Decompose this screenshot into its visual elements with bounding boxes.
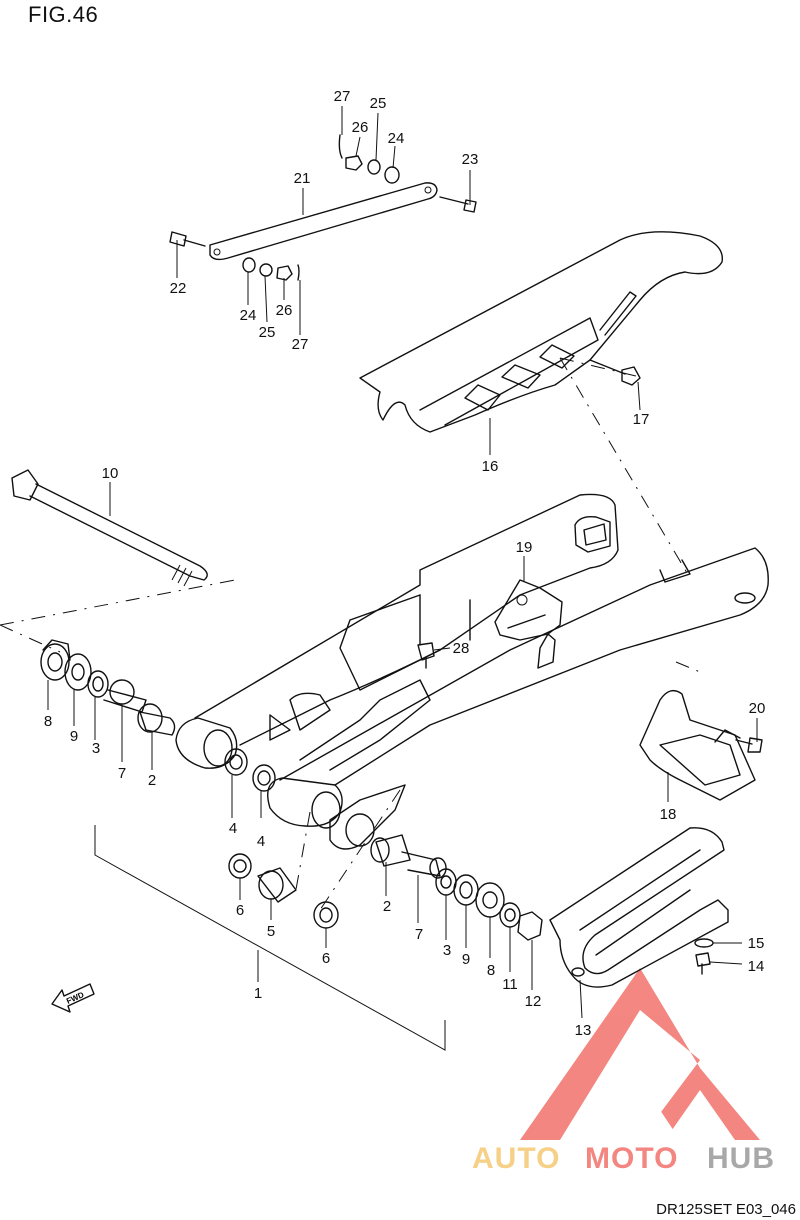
callout-2-right: 2	[383, 898, 391, 915]
callout-8-right: 8	[487, 962, 495, 979]
left-pivot-stack	[40, 639, 176, 736]
upper-hardware	[242, 134, 400, 281]
leader-lines	[47, 106, 758, 1019]
callout-28: 28	[453, 640, 470, 657]
pivot-shaft-10	[11, 469, 208, 587]
callout-24-lower: 24	[240, 307, 257, 324]
callout-20: 20	[749, 700, 766, 717]
callout-7-right: 7	[415, 926, 423, 943]
callout-13: 13	[575, 1022, 592, 1039]
assembly-centerlines	[0, 357, 701, 911]
bolt-23	[439, 196, 477, 213]
callout-7-left: 7	[118, 765, 126, 782]
fwd-label: FWD	[65, 990, 86, 1006]
callout-11: 11	[502, 976, 518, 993]
callout-18: 18	[660, 806, 677, 823]
callout-9-right: 9	[462, 951, 470, 968]
callout-19: 19	[516, 539, 533, 556]
callout-4-a: 4	[229, 820, 237, 837]
bolt-28	[417, 642, 435, 669]
callout-26-lower: 26	[276, 302, 293, 319]
callout-25-lower: 25	[259, 324, 276, 341]
callout-12: 12	[525, 993, 542, 1010]
watermark-logo: AUTO MOTO HUB	[472, 968, 775, 1175]
callout-14: 14	[748, 958, 765, 975]
callout-21: 21	[294, 170, 311, 187]
callout-8-left: 8	[44, 713, 52, 730]
torque-link-21	[209, 182, 438, 261]
chain-guide-18	[639, 689, 756, 801]
assembly-bracket-1	[94, 825, 446, 1051]
watermark-triangle	[520, 968, 760, 1140]
fwd-arrow-icon: FWD	[51, 983, 95, 1013]
callout-10: 10	[102, 465, 119, 482]
right-pivot-stack	[370, 834, 543, 941]
callout-24: 24	[388, 130, 405, 147]
callout-3-right: 3	[443, 942, 451, 959]
callout-4-b: 4	[257, 833, 265, 850]
callout-labels: 27 25 26 24 23 21 22 24 26 25 27 17 16 1…	[44, 88, 766, 1039]
callout-27-lower: 27	[292, 336, 309, 353]
callout-6-a: 6	[236, 902, 244, 919]
screw-17	[589, 359, 641, 386]
callout-1: 1	[254, 985, 262, 1002]
callout-15: 15	[748, 935, 765, 952]
callout-2-left: 2	[148, 772, 156, 789]
watermark-auto: AUTO	[472, 1142, 560, 1175]
swingarm-1	[175, 493, 769, 850]
callout-26: 26	[352, 119, 369, 136]
bolt-20	[735, 737, 763, 753]
callout-25: 25	[370, 95, 387, 112]
diagram-code: DR125SET E03_046	[656, 1201, 796, 1218]
bracket-19	[494, 579, 563, 641]
callout-27: 27	[334, 88, 351, 105]
watermark-hub: HUB	[707, 1142, 775, 1175]
bolt-14-washer-15	[694, 938, 714, 975]
callout-23: 23	[462, 151, 479, 168]
callout-3-left: 3	[92, 740, 100, 757]
callout-16: 16	[482, 458, 499, 475]
watermark-moto: MOTO	[585, 1142, 678, 1175]
figure-title: FIG.46	[28, 2, 99, 27]
callout-17: 17	[633, 411, 650, 428]
callout-9-left: 9	[70, 728, 78, 745]
callout-6-b: 6	[322, 950, 330, 967]
chain-buffer-13	[549, 827, 729, 988]
bolt-22	[169, 231, 206, 247]
chain-case-16	[359, 231, 724, 433]
callout-22: 22	[170, 280, 187, 297]
callout-5: 5	[267, 923, 275, 940]
